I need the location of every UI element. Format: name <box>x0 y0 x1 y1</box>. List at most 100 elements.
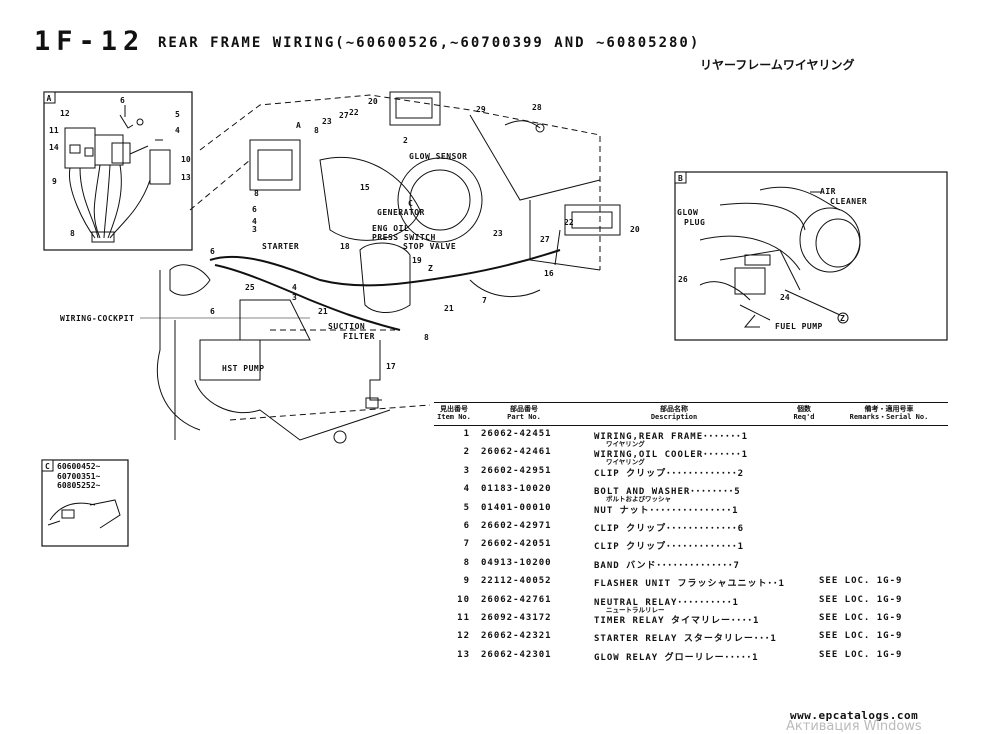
part-no: 26062-42761 <box>481 594 552 605</box>
description: FLASHER UNIT フラッシャユニット･･1 <box>594 579 785 590</box>
svg-text:FILTER: FILTER <box>343 332 375 341</box>
svg-text:29: 29 <box>476 105 486 114</box>
svg-text:B: B <box>678 174 683 183</box>
svg-text:8: 8 <box>254 189 259 198</box>
item-no: 7 <box>463 539 470 550</box>
svg-text:PLUG: PLUG <box>684 218 705 227</box>
svg-text:11: 11 <box>49 126 59 135</box>
svg-text:19: 19 <box>412 256 422 265</box>
item-no: 11 <box>457 612 470 623</box>
description: CLIP クリップ･････････････6 <box>594 523 745 534</box>
catalog-url: www.epcatalogs.com <box>790 709 919 722</box>
inset-a-tag: A <box>47 94 52 103</box>
svg-text:3: 3 <box>252 225 257 234</box>
svg-text:GLOW: GLOW <box>677 208 698 217</box>
svg-text:ENG OIL: ENG OIL <box>372 224 409 233</box>
svg-text:6: 6 <box>120 96 125 105</box>
svg-text:A: A <box>296 121 301 130</box>
svg-text:20: 20 <box>630 225 640 234</box>
svg-text:STARTER: STARTER <box>262 242 299 251</box>
part-no: 26062-42321 <box>481 631 552 642</box>
description-jp: ボルトおよびワッシャ <box>606 495 671 504</box>
svg-text:21: 21 <box>444 304 454 313</box>
description: WIRING,REAR FRAME･･･････1 <box>594 432 749 442</box>
svg-text:C: C <box>408 199 413 208</box>
serial-code: 60700351~ <box>57 471 101 481</box>
svg-text:16: 16 <box>544 269 554 278</box>
item-no: 8 <box>463 557 470 568</box>
description: CLIP クリップ･････････････2 <box>594 468 745 479</box>
svg-text:24: 24 <box>780 293 790 302</box>
svg-text:23: 23 <box>322 117 332 126</box>
inset-c: C <box>41 459 129 547</box>
page-title: REAR FRAME WIRING(~60600526,~60700399 AN… <box>158 35 701 51</box>
svg-text:Z: Z <box>428 264 433 273</box>
diagram-labels: GLOW SENSOR GENERATOR ENG OIL PRESS SWIT… <box>60 152 467 373</box>
item-no: 5 <box>463 502 470 513</box>
item-no: 13 <box>457 649 470 660</box>
part-no: 22112-40052 <box>481 576 552 587</box>
svg-text:27: 27 <box>339 111 349 120</box>
part-no: 26062-42301 <box>481 649 552 660</box>
svg-text:2: 2 <box>403 136 408 145</box>
remarks: SEE LOC. 1G-9 <box>819 649 903 660</box>
svg-text:4: 4 <box>292 283 297 292</box>
svg-text:7: 7 <box>482 296 487 305</box>
svg-text:6: 6 <box>210 247 215 256</box>
svg-text:20: 20 <box>368 97 378 106</box>
description-jp: ワイヤリング <box>606 440 645 448</box>
item-no: 6 <box>463 520 470 531</box>
svg-text:SUCTION: SUCTION <box>328 322 365 331</box>
item-no: 1 <box>463 429 470 439</box>
part-no: 26092-43172 <box>481 612 552 623</box>
remarks: SEE LOC. 1G-9 <box>819 612 903 623</box>
svg-text:9: 9 <box>52 177 57 186</box>
description-jp: ワイヤリング <box>606 458 645 467</box>
svg-text:8: 8 <box>424 333 429 342</box>
remarks: SEE LOC. 1G-9 <box>819 576 903 587</box>
svg-text:STOP VALVE: STOP VALVE <box>403 242 456 251</box>
svg-text:FUEL PUMP: FUEL PUMP <box>775 322 823 331</box>
svg-text:8: 8 <box>70 229 75 238</box>
svg-text:3: 3 <box>292 293 297 302</box>
engine-drawing <box>140 91 621 444</box>
part-no: 26602-42971 <box>481 520 552 531</box>
description: GLOW RELAY グローリレー･････1 <box>594 652 759 663</box>
part-no: 26602-42051 <box>481 539 552 550</box>
page-title-jp: リヤーフレームワイヤリング <box>700 58 855 72</box>
description: NEUTRAL RELAY･･････････1 <box>594 597 739 608</box>
svg-text:GLOW SENSOR: GLOW SENSOR <box>409 152 467 161</box>
svg-text:4: 4 <box>252 217 257 226</box>
item-no: 2 <box>463 447 470 458</box>
svg-text:6: 6 <box>210 307 215 316</box>
serial-code: 60600452~ <box>57 462 101 471</box>
svg-text:8: 8 <box>314 126 319 135</box>
description: BOLT AND WASHER････････5 <box>594 487 741 498</box>
part-no: 04913-10200 <box>481 557 552 568</box>
remarks: SEE LOC. 1G-9 <box>819 594 903 605</box>
activation-watermark: Активация Windows <box>786 719 922 734</box>
part-no: 26062-42461 <box>481 447 552 458</box>
svg-text:22: 22 <box>564 218 574 227</box>
svg-text:PRESS SWITCH: PRESS SWITCH <box>372 233 436 242</box>
part-no: 26062-42451 <box>481 429 552 439</box>
inset-c-serials: 60600452~ 60700351~ 60805252~ <box>57 462 100 491</box>
svg-text:4: 4 <box>175 126 180 135</box>
svg-text:26: 26 <box>678 275 688 284</box>
description: NUT ナット･･･････････････1 <box>594 505 739 516</box>
